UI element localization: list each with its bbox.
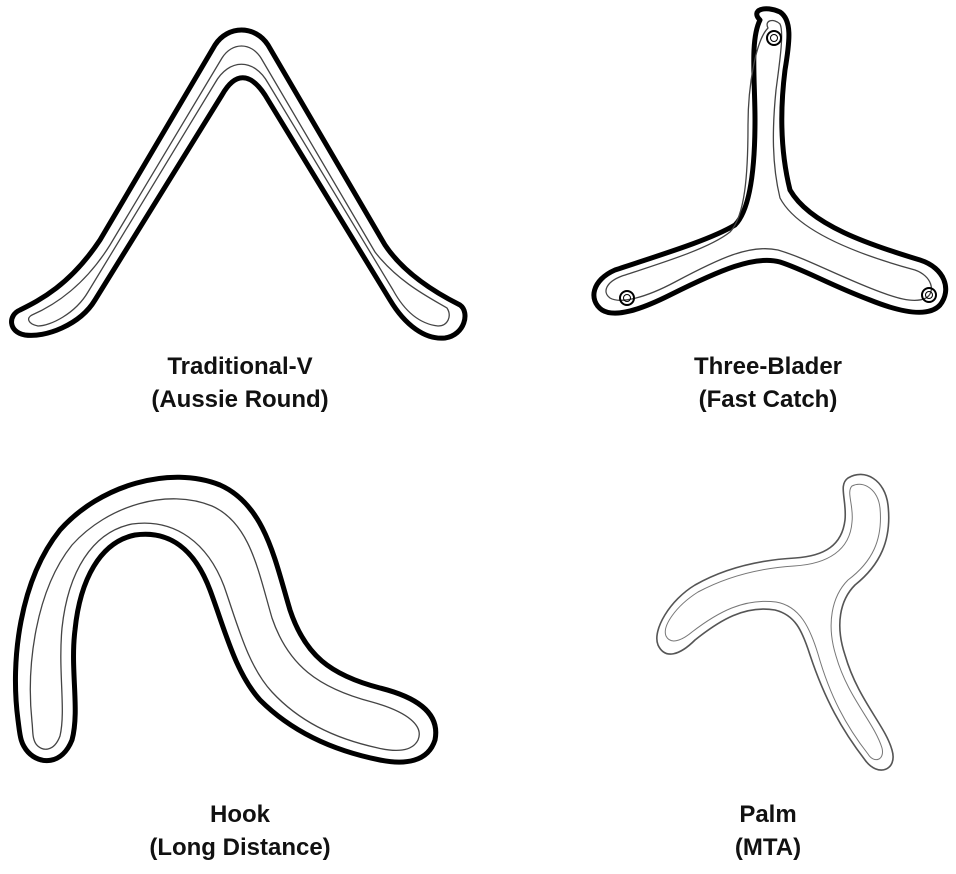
hook-subtitle: (Long Distance): [0, 831, 480, 864]
palm-outline: [657, 474, 893, 770]
three-blader-caption: Three-Blader (Fast Catch): [580, 350, 956, 416]
traditional-v-outline: [12, 30, 465, 338]
traditional-v-caption: Traditional-V (Aussie Round): [0, 350, 480, 416]
traditional-v-title: Traditional-V: [0, 350, 480, 383]
hook-boomerang-drawing: [0, 460, 480, 780]
traditional-v-boomerang-drawing: [0, 0, 480, 340]
hook-caption: Hook (Long Distance): [0, 798, 480, 864]
hook-outline: [15, 477, 435, 762]
traditional-v-panel: Traditional-V (Aussie Round): [0, 0, 480, 440]
palm-subtitle: (MTA): [580, 831, 956, 864]
three-blader-panel: Three-Blader (Fast Catch): [580, 0, 956, 440]
hook-title: Hook: [0, 798, 480, 831]
palm-caption: Palm (MTA): [580, 798, 956, 864]
palm-boomerang-drawing: [580, 460, 956, 780]
palm-panel: Palm (MTA): [580, 460, 956, 874]
traditional-v-subtitle: (Aussie Round): [0, 383, 480, 416]
three-blader-title: Three-Blader: [580, 350, 956, 383]
three-blader-subtitle: (Fast Catch): [580, 383, 956, 416]
palm-title: Palm: [580, 798, 956, 831]
three-blader-outline: [594, 9, 946, 313]
hook-panel: Hook (Long Distance): [0, 460, 480, 874]
three-blader-boomerang-drawing: [580, 0, 956, 340]
